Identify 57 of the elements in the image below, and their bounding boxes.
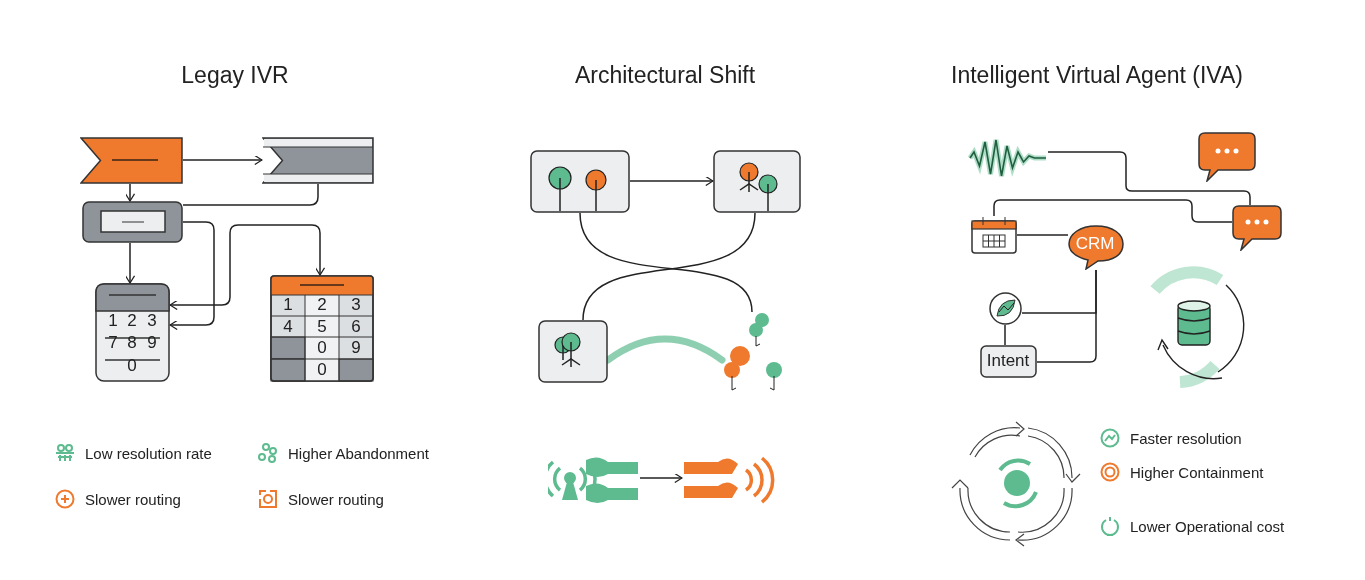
waveform-drawing xyxy=(968,138,1048,178)
keypad-digit: 4 xyxy=(283,317,293,337)
connector-line xyxy=(1016,234,1069,236)
keypad-digit: 2 xyxy=(127,311,137,331)
keypad-digit: 1 xyxy=(108,311,118,331)
keypad-digit: 2 xyxy=(317,295,327,315)
keypad-digit: 8 xyxy=(127,333,137,353)
keypad-digit: 0 xyxy=(317,360,327,380)
chat-bubble-icon xyxy=(1198,132,1256,182)
intent-box xyxy=(980,345,1037,378)
arrow xyxy=(124,183,136,202)
crm-bubble xyxy=(1068,224,1124,270)
menu-box xyxy=(82,201,183,243)
keypad-digit: 3 xyxy=(147,311,157,331)
bubble-label: CRM xyxy=(1075,234,1115,254)
keypad-digit: 9 xyxy=(351,338,361,358)
chat-bubble-icon xyxy=(1232,205,1282,251)
arrow-banner xyxy=(80,137,183,184)
intent-label: Intent xyxy=(986,351,1030,371)
tree-panel xyxy=(713,150,801,213)
keypad-digit: 9 xyxy=(147,333,157,353)
keypad-digit: 3 xyxy=(351,295,361,315)
notched-banner xyxy=(262,137,374,184)
keypad-digit: 6 xyxy=(351,317,361,337)
connector-line xyxy=(1004,324,1006,346)
keypad xyxy=(95,283,170,382)
connector-line xyxy=(182,183,319,206)
arrow xyxy=(124,242,136,284)
legend-text: Slower routing xyxy=(85,490,181,508)
legend-text: Slower routing xyxy=(288,490,384,508)
arrow xyxy=(169,221,215,331)
keypad-digit: 0 xyxy=(127,356,137,376)
keypad-grid xyxy=(270,275,374,382)
legend-text: Faster resolution xyxy=(1130,429,1242,447)
legend-text: Higher Containment xyxy=(1130,463,1264,481)
panel-heading: Legay IVR xyxy=(181,62,289,89)
arrow xyxy=(182,154,263,166)
chart-circle-icon xyxy=(989,292,1022,325)
tree-panel xyxy=(530,150,630,213)
connector-line xyxy=(1036,269,1097,363)
arrow xyxy=(639,472,683,484)
tree-panel xyxy=(538,320,608,383)
arrow xyxy=(629,175,714,187)
calendar-icon xyxy=(971,216,1017,254)
connector-line xyxy=(993,199,1233,223)
legend-text: Lower Operational cost xyxy=(1130,517,1285,535)
connector-line xyxy=(1047,151,1251,206)
legend-text: Higher Abandonment xyxy=(288,444,429,462)
panel-heading: Architectural Shift xyxy=(574,62,756,89)
legend-text: Low resolution rate xyxy=(85,444,212,462)
tree-cluster-drawing xyxy=(722,312,782,394)
keypad-digit: 0 xyxy=(317,338,327,358)
keypad-digit: 1 xyxy=(283,295,293,315)
keypad-digit: 5 xyxy=(317,317,327,337)
keypad-digit: 7 xyxy=(108,333,118,353)
arrow xyxy=(169,224,326,311)
panel-heading: Intelligent Virtual Agent (IVA) xyxy=(951,62,1243,89)
